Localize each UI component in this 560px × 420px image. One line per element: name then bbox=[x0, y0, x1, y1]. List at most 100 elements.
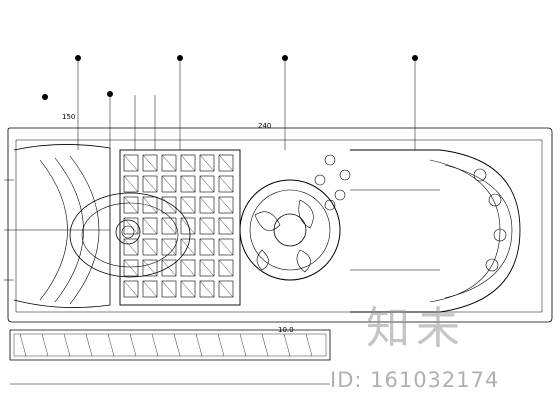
path-hatch bbox=[305, 333, 313, 357]
tile-diagonal bbox=[199, 196, 215, 214]
paving-tile bbox=[161, 238, 177, 256]
paving-tile bbox=[199, 196, 215, 214]
reference-marker bbox=[412, 55, 418, 61]
tile-diagonal bbox=[199, 238, 215, 256]
central-oval-inner bbox=[81, 202, 179, 268]
paving-tile bbox=[199, 154, 215, 172]
path-hatch bbox=[195, 333, 203, 357]
tree-symbol bbox=[493, 228, 507, 242]
tile-diagonal bbox=[142, 154, 158, 172]
path-hatch bbox=[85, 333, 93, 357]
paving-tile bbox=[123, 259, 139, 277]
path-hatch bbox=[129, 333, 137, 357]
tile-diagonal bbox=[218, 280, 234, 298]
right-pool bbox=[350, 149, 521, 313]
reference-marker bbox=[42, 94, 48, 100]
tile-diagonal bbox=[199, 175, 215, 193]
plaza-outline bbox=[7, 127, 553, 323]
tile-diagonal bbox=[199, 217, 215, 235]
paving-tile bbox=[199, 280, 215, 298]
paving-tile bbox=[161, 259, 177, 277]
tree-symbol bbox=[314, 174, 326, 186]
paving-tile bbox=[123, 196, 139, 214]
path-hatch bbox=[63, 333, 71, 357]
tile-diagonal bbox=[218, 196, 234, 214]
tile-diagonal bbox=[218, 238, 234, 256]
path-hatch bbox=[239, 333, 247, 357]
tile-diagonal bbox=[142, 259, 158, 277]
tile-diagonal bbox=[142, 238, 158, 256]
paving-tile bbox=[161, 217, 177, 235]
path-hatch bbox=[173, 333, 181, 357]
paving-tile bbox=[180, 238, 196, 256]
tile-diagonal bbox=[161, 238, 177, 256]
tile-diagonal bbox=[218, 259, 234, 277]
watermark-logo: 知未 bbox=[366, 303, 466, 354]
tile-diagonal bbox=[180, 280, 196, 298]
path-hatch bbox=[261, 333, 269, 357]
paving-tile bbox=[161, 280, 177, 298]
tile-diagonal bbox=[123, 280, 139, 298]
tile-diagonal bbox=[161, 196, 177, 214]
tile-diagonal bbox=[123, 196, 139, 214]
paving-tile bbox=[180, 175, 196, 193]
tree-symbol bbox=[485, 258, 499, 272]
paving-tile bbox=[123, 154, 139, 172]
tile-diagonal bbox=[218, 154, 234, 172]
tile-diagonal bbox=[161, 217, 177, 235]
tile-diagonal bbox=[199, 280, 215, 298]
tile-diagonal bbox=[161, 259, 177, 277]
tree-symbol bbox=[488, 193, 502, 207]
paving-tile bbox=[142, 175, 158, 193]
paving-tile bbox=[199, 238, 215, 256]
path-hatch bbox=[217, 333, 225, 357]
lower-path bbox=[9, 329, 331, 361]
paving-tile bbox=[161, 175, 177, 193]
tile-diagonal bbox=[199, 259, 215, 277]
paving-tile bbox=[142, 154, 158, 172]
tile-diagonal bbox=[180, 196, 196, 214]
tile-diagonal bbox=[161, 175, 177, 193]
paving-tile bbox=[180, 217, 196, 235]
paving-tile bbox=[218, 238, 234, 256]
tile-diagonal bbox=[123, 154, 139, 172]
paving-tile bbox=[142, 238, 158, 256]
round-garden bbox=[239, 179, 341, 281]
tile-diagonal bbox=[180, 238, 196, 256]
tile-diagonal bbox=[123, 238, 139, 256]
reference-marker bbox=[177, 55, 183, 61]
paving-tile bbox=[142, 280, 158, 298]
tile-diagonal bbox=[142, 196, 158, 214]
tile-diagonal bbox=[218, 217, 234, 235]
paving-tile bbox=[142, 217, 158, 235]
paving-tile bbox=[161, 154, 177, 172]
fountain-ring bbox=[115, 219, 141, 245]
paving-tile bbox=[218, 196, 234, 214]
tile-diagonal bbox=[180, 154, 196, 172]
dimension-label: 10.0 bbox=[278, 326, 294, 334]
path-hatch bbox=[151, 333, 159, 357]
tile-diagonal bbox=[180, 217, 196, 235]
tree-symbol bbox=[473, 168, 487, 182]
tile-diagonal bbox=[123, 217, 139, 235]
paving-tile bbox=[199, 259, 215, 277]
paving-tile bbox=[199, 175, 215, 193]
tile-diagonal bbox=[180, 175, 196, 193]
left-fan-outer bbox=[13, 144, 111, 308]
paving-tile bbox=[123, 175, 139, 193]
tile-diagonal bbox=[180, 259, 196, 277]
paving-tile bbox=[180, 196, 196, 214]
tile-diagonal bbox=[161, 280, 177, 298]
central-oval bbox=[69, 192, 191, 278]
paving-tile bbox=[142, 196, 158, 214]
paving-tile bbox=[180, 280, 196, 298]
paving-tile bbox=[218, 259, 234, 277]
paving-tile bbox=[142, 259, 158, 277]
paving-tile bbox=[123, 280, 139, 298]
paving-tile bbox=[161, 196, 177, 214]
tile-diagonal bbox=[218, 175, 234, 193]
paving-tile bbox=[180, 259, 196, 277]
paving-tile bbox=[123, 238, 139, 256]
paving-tile bbox=[218, 217, 234, 235]
